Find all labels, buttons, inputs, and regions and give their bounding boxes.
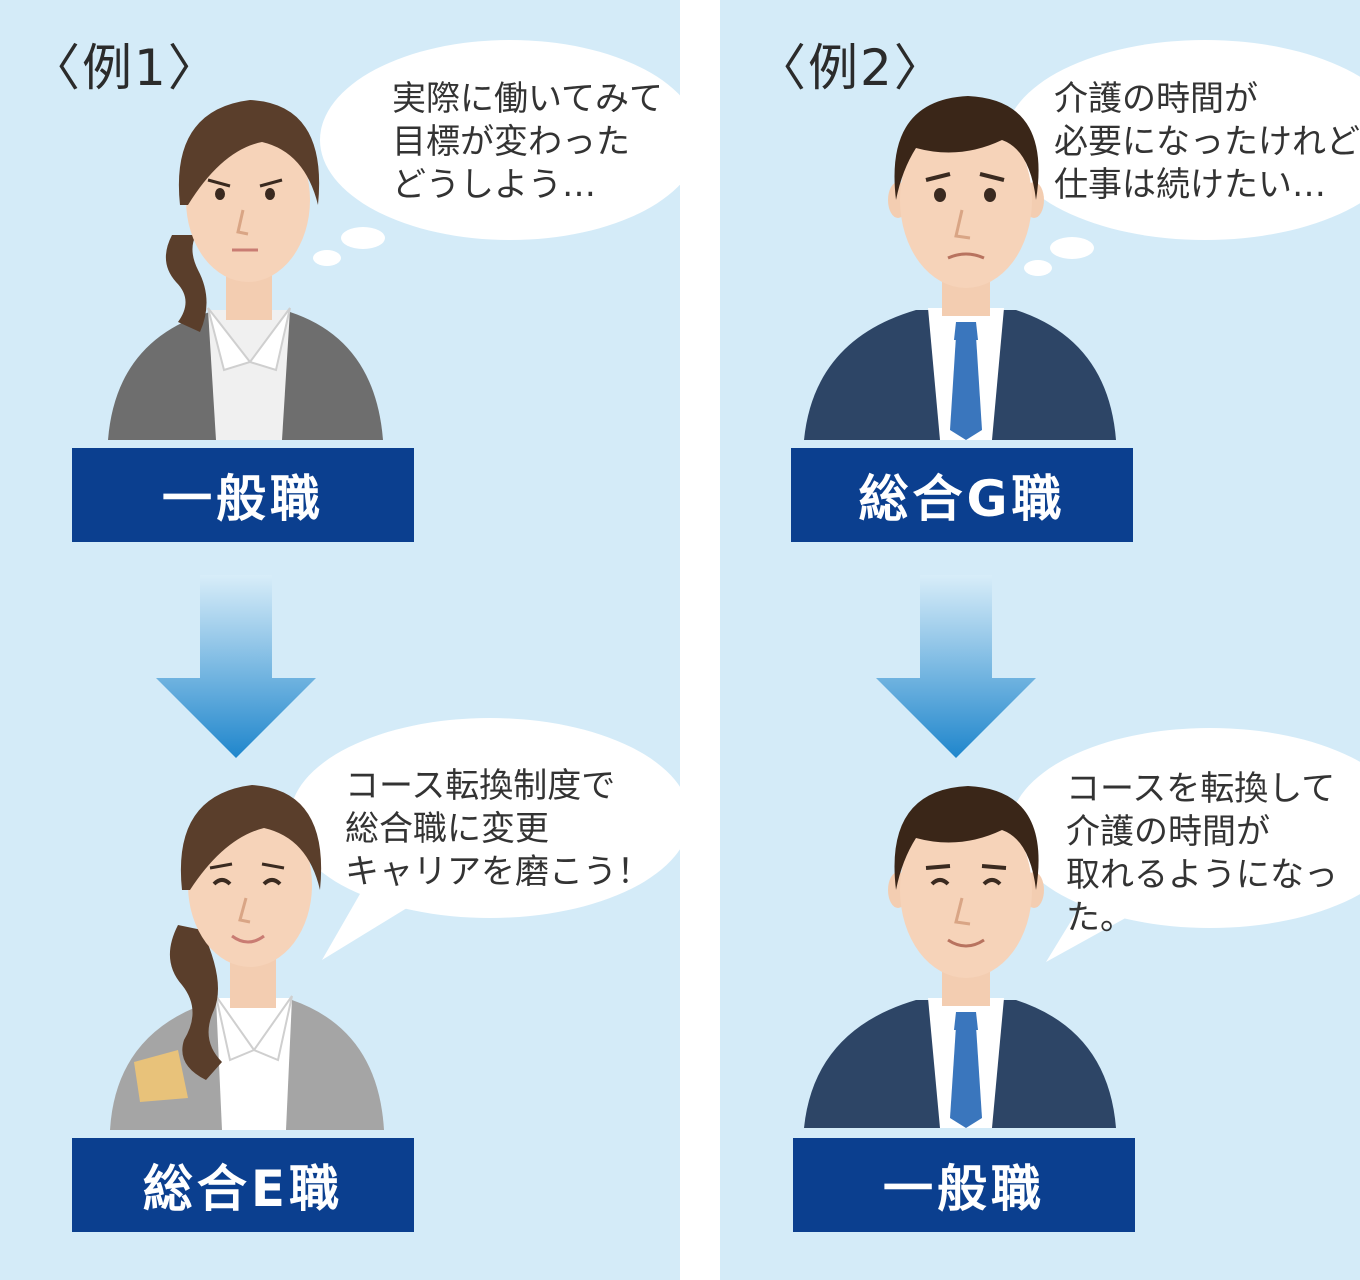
speech-bubble [290,718,680,960]
thought-bubble-text: 介護の時間が 必要になったけれど 仕事は続けたい… [1054,79,1360,205]
thought-bubble [313,40,680,266]
example-2-panel: 〈例2〉 介護の時間が 必要になったけれど 仕事は続けたい… コースを転換して … [720,0,1360,1280]
example-1-title: 〈例1〉 [30,39,220,97]
before-role-box [72,448,414,542]
after-role-box [72,1138,414,1232]
example-2-title: 〈例2〉 [756,39,946,97]
speech-bubble [1010,728,1360,962]
example-1-panel: 〈例1〉 実際に働いてみて 目標が変わった どうしよう… コース転換制度で 総合… [0,0,680,1280]
after-role-box [793,1138,1135,1232]
speech-bubble-text: コース転換制度で 総合職に変更 キャリアを磨こう！ [345,766,651,892]
smiling-man-icon [804,786,1116,1128]
before-role-label: 総合G職 [858,470,1066,528]
after-role-label: 一般職 [883,1160,1045,1218]
thought-bubble [1005,40,1360,276]
worried-man-icon [804,96,1116,440]
before-role-label: 一般職 [162,470,324,528]
worried-woman-icon [108,100,383,440]
down-arrow-icon [876,575,1036,758]
after-role-label: 総合E職 [142,1160,344,1218]
example-1-illustration [0,0,680,1280]
smiling-woman-icon [110,785,384,1130]
down-arrow-icon [156,575,316,758]
example-2-illustration [720,0,1360,1280]
before-role-box [791,448,1133,542]
speech-bubble-text: コースを転換して 介護の時間が 取れるようになった。 [1066,769,1338,938]
thought-bubble-text: 実際に働いてみて 目標が変わった どうしよう… [392,79,663,205]
